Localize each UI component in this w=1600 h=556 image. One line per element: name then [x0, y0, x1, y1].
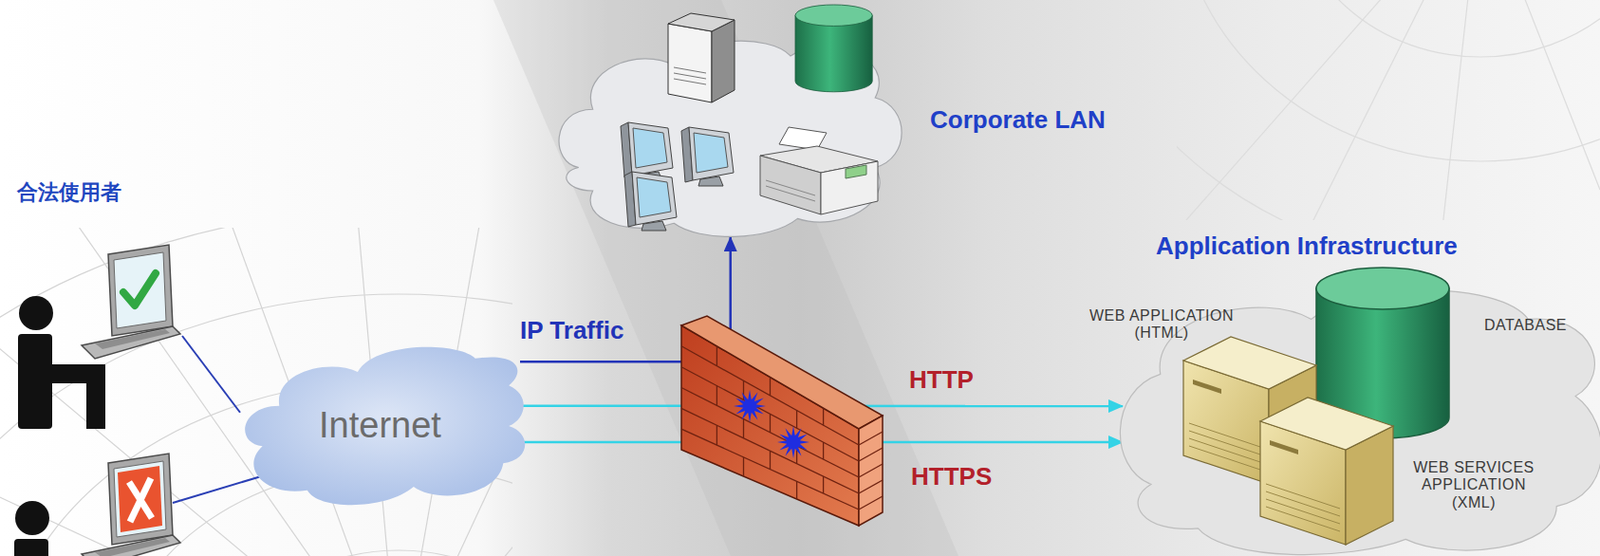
firewall-wall	[681, 367, 859, 462]
user-link-line	[172, 474, 268, 503]
rejected-user	[14, 453, 181, 556]
firewall-wall	[796, 481, 798, 500]
globe-grid	[1176, 0, 1600, 221]
firewall-wall	[743, 419, 745, 439]
attack-burst	[733, 390, 766, 423]
globe-grid	[0, 227, 513, 556]
firewall-wall	[681, 408, 859, 494]
firewall-wall	[681, 316, 883, 526]
rejected-user	[14, 501, 102, 556]
server-icon	[1260, 397, 1394, 545]
firewall-wall	[858, 415, 883, 526]
workstation-icon	[681, 127, 734, 187]
globe-grid	[1480, 0, 1600, 190]
firewall-wall	[858, 464, 883, 478]
globe-grid	[1442, 0, 1481, 221]
component-label: DATABASE	[1484, 316, 1567, 335]
workstation-icon	[624, 171, 677, 231]
app-cloud: Application InfrastructureWEB APPLICATIO…	[1122, 275, 1595, 551]
database-icon	[795, 4, 873, 93]
workstation-icon	[681, 127, 734, 187]
background-band	[493, 0, 959, 556]
rejected-user	[81, 453, 181, 556]
cloud-label: Internet	[240, 405, 521, 447]
firewall-wall	[743, 457, 745, 477]
internet-cloud: Internet	[240, 341, 521, 511]
person-silhouette	[18, 296, 106, 429]
globe-grid	[227, 550, 513, 556]
firewall-wall	[681, 346, 883, 510]
attack-burst	[733, 390, 810, 459]
firewall-wall	[681, 388, 859, 479]
firewall-wall	[796, 410, 798, 429]
edge-label: IP Traffic	[520, 316, 624, 346]
database-icon	[795, 4, 873, 93]
globe-grid	[1309, 0, 1481, 221]
laptop-icon	[81, 244, 181, 359]
firewall-wall	[858, 431, 883, 446]
workstation-icon	[624, 171, 677, 231]
edge-label: HTTPS	[911, 463, 992, 492]
firewall-wall	[716, 425, 718, 446]
globe-grid	[0, 227, 513, 556]
lan-cloud-shape	[550, 4, 904, 238]
check-mark	[123, 273, 156, 306]
firewall-wall	[858, 496, 883, 510]
firewall-wall	[858, 447, 883, 462]
globe-grid	[0, 227, 513, 556]
globe-grid	[0, 294, 513, 556]
user-link-line	[172, 474, 268, 503]
user-node: 合法使用者	[15, 180, 183, 429]
connector-line	[182, 335, 241, 413]
firewall-wall	[769, 413, 771, 432]
printer-icon	[760, 127, 878, 215]
firewall-wall	[858, 480, 883, 494]
rejected-user	[117, 465, 163, 533]
globe-grid	[1176, 0, 1600, 162]
firewall-wall	[716, 386, 718, 407]
person-silhouette	[18, 296, 106, 429]
user-heading: 合法使用者	[17, 180, 122, 205]
firewall-wall	[822, 408, 824, 426]
firewall-wall	[681, 346, 859, 446]
attack-burst	[777, 426, 810, 459]
firewall-wall	[769, 377, 771, 396]
edge-label: HTTP	[909, 366, 974, 395]
firewall-wall	[681, 428, 859, 510]
component-label: WEB APPLICATION (HTML)	[1076, 307, 1247, 343]
check-mark	[123, 273, 156, 306]
cloud-heading: Corporate LAN	[930, 106, 1106, 135]
firewall-wall	[822, 476, 824, 494]
printer-icon	[760, 127, 878, 215]
user-node-shape	[15, 180, 183, 429]
lan-cloud: Corporate LAN	[550, 4, 904, 238]
server-icon	[668, 13, 735, 103]
globe-grid	[1176, 0, 1600, 221]
firewall-wall	[822, 442, 824, 460]
server-icon	[668, 13, 735, 103]
globe-grid	[0, 551, 399, 556]
component-label: WEB SERVICES APPLICATION (XML)	[1407, 459, 1541, 512]
globe-grid	[1186, 0, 1481, 221]
firewall-wall	[769, 450, 771, 469]
cloud-heading: Application Infrastructure	[1155, 232, 1458, 261]
laptop-icon	[81, 244, 181, 359]
workstation-icon	[620, 122, 673, 182]
server-icon	[1260, 397, 1394, 545]
firewall-wall	[716, 346, 718, 367]
firewall-wall	[681, 316, 883, 429]
workstation-icon	[620, 122, 673, 182]
